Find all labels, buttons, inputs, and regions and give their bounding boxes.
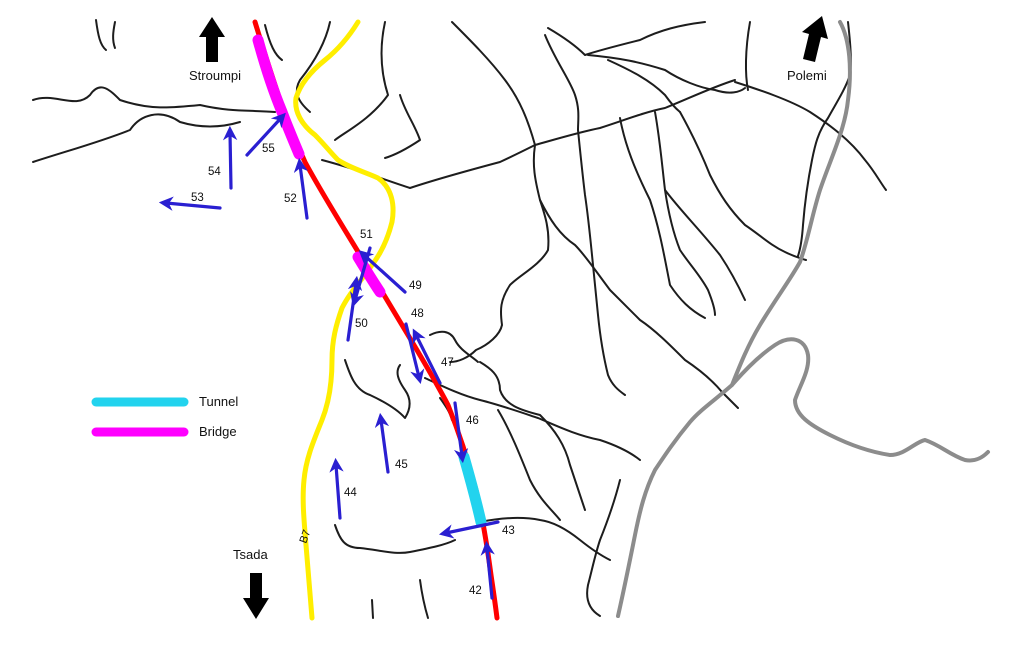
viewpoint-label-43: 43	[502, 525, 515, 537]
viewpoint-label-46: 46	[466, 415, 479, 427]
viewpoint-label-55: 55	[262, 143, 275, 155]
bridge-segments	[252, 34, 386, 298]
viewpoint-55: 55	[245, 112, 286, 157]
north-arrow-icon	[199, 17, 225, 62]
tunnel-segment	[458, 451, 487, 528]
viewpoint-49: 49	[358, 250, 422, 294]
bridge-segment-north	[252, 34, 305, 160]
viewpoint-43: 43	[438, 520, 515, 539]
viewpoint-label-51: 51	[360, 229, 373, 241]
viewpoint-label-54: 54	[208, 166, 221, 178]
legend: Tunnel Bridge	[91, 394, 238, 439]
viewpoint-51: 51	[350, 229, 373, 307]
direction-label-tsada: Tsada	[233, 547, 268, 562]
viewpoint-arrows: 42 43 44 45 46 47 48 49	[158, 112, 515, 600]
viewpoint-label-44: 44	[344, 487, 357, 499]
direction-label-polemi: Polemi	[787, 68, 827, 83]
viewpoint-label-53: 53	[191, 192, 204, 204]
legend-label-bridge: Bridge	[199, 424, 237, 439]
viewpoint-44: 44	[329, 457, 357, 520]
road-label-b7: B7	[298, 528, 314, 545]
grey-road-branch	[730, 337, 990, 463]
legend-label-tunnel: Tunnel	[199, 394, 238, 409]
viewpoint-label-42: 42	[469, 585, 482, 597]
viewpoint-label-50: 50	[355, 318, 368, 330]
local-roads	[32, 19, 887, 619]
viewpoint-48: 48	[404, 308, 425, 384]
viewpoint-label-47: 47	[441, 357, 454, 369]
viewpoint-label-45: 45	[395, 459, 408, 471]
viewpoint-label-49: 49	[409, 280, 422, 292]
south-arrow-icon	[243, 573, 269, 619]
viewpoint-47: 47	[412, 328, 454, 385]
viewpoint-42: 42	[469, 540, 495, 600]
viewpoint-label-48: 48	[411, 308, 424, 320]
legend-item-bridge: Bridge	[91, 424, 237, 439]
viewpoint-label-52: 52	[284, 193, 297, 205]
viewpoint-54: 54	[208, 125, 238, 190]
b7-road	[293, 19, 396, 621]
viewpoint-53: 53	[158, 192, 222, 211]
direction-stroumpi: Stroumpi	[189, 17, 241, 83]
viewpoint-46: 46	[453, 401, 479, 464]
direction-label-stroumpi: Stroumpi	[189, 68, 241, 83]
direction-polemi: Polemi	[787, 16, 828, 83]
viewpoint-45: 45	[374, 412, 408, 474]
viewpoint-52: 52	[284, 157, 309, 220]
northeast-arrow-icon	[802, 16, 828, 62]
grey-road	[616, 20, 852, 618]
legend-item-tunnel: Tunnel	[91, 394, 238, 409]
direction-tsada: Tsada	[233, 547, 269, 619]
